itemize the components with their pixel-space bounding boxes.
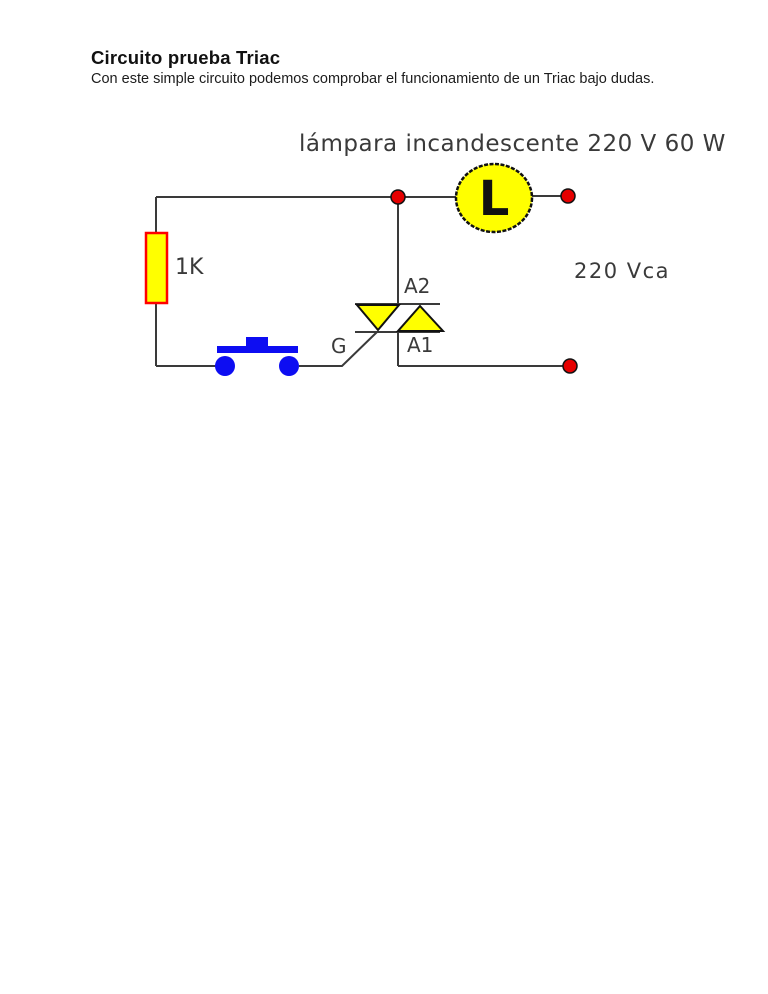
push-button-symbol [215, 337, 299, 376]
terminal-dot-top [560, 188, 576, 204]
supply-voltage-label: 220 Vca [574, 259, 671, 283]
switch-actuator-cap [246, 337, 268, 346]
switch-terminal-left [215, 356, 235, 376]
page-subtitle: Con este simple circuito podemos comprob… [91, 71, 655, 87]
triac-triangle-right [395, 304, 446, 332]
lamp-circle [454, 162, 534, 234]
triac-gate-label: G [331, 334, 347, 358]
triac-anode1-label: A1 [407, 333, 434, 357]
triac-anode2-label: A2 [404, 274, 431, 298]
resistor-symbol [144, 231, 169, 305]
junction-dot [390, 189, 406, 205]
lamp-letter: L [479, 171, 510, 227]
lamp-caption-label: lámpara incandescente 220 V 60 W [299, 131, 726, 157]
terminal-dot-bottom [562, 358, 578, 374]
resistor-value-label: 1K [175, 255, 204, 280]
switch-bar [217, 346, 298, 353]
triac-triangle-left [354, 304, 402, 332]
page-title: Circuito prueba Triac [91, 47, 281, 68]
switch-terminal-right [279, 356, 299, 376]
triac-symbol [354, 304, 446, 332]
lamp-symbol: L [454, 162, 534, 234]
